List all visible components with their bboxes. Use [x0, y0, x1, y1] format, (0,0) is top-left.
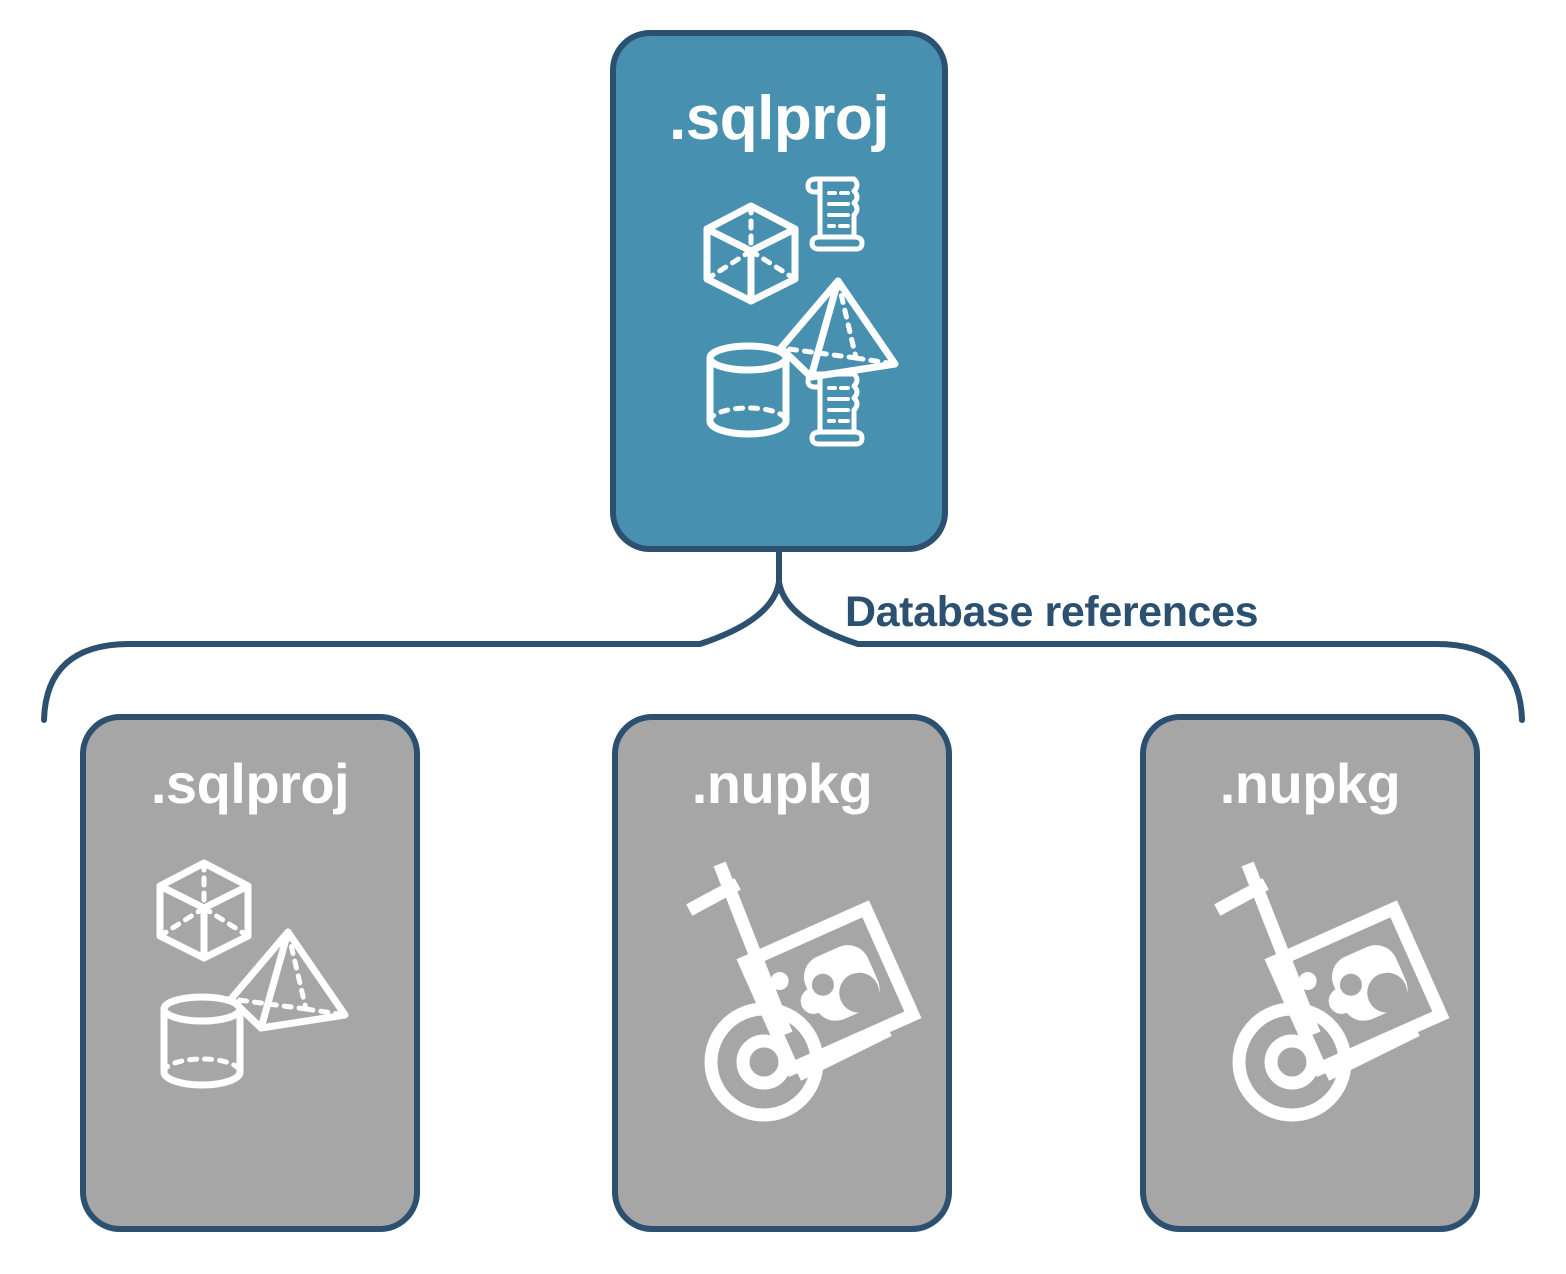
scroll-icon	[798, 171, 870, 253]
cube-icon	[701, 201, 801, 306]
cylinder-icon	[704, 341, 792, 441]
pyramid-icon	[226, 927, 351, 1035]
node-sqlproj-reference[interactable]: .sqlproj	[80, 714, 420, 1232]
connector-label-database-references: Database references	[845, 588, 1259, 636]
node-nupkg-reference-2[interactable]: .nupkg	[1140, 714, 1480, 1232]
node-sqlproj-root[interactable]: .sqlproj	[610, 30, 948, 552]
nuget-hand-truck-icon	[658, 860, 926, 1122]
cylinder-icon	[158, 992, 246, 1092]
node-nupkg-reference-1[interactable]: .nupkg	[612, 714, 952, 1232]
nuget-hand-truck-icon	[1186, 860, 1454, 1122]
node-label-sqlproj-root: .sqlproj	[669, 84, 889, 153]
node-label-nupkg-reference-1: .nupkg	[691, 752, 873, 815]
scroll-icon	[798, 366, 870, 448]
node-label-sqlproj-reference: .sqlproj	[150, 752, 350, 815]
cube-icon	[154, 858, 254, 963]
node-label-nupkg-reference-2: .nupkg	[1219, 752, 1401, 815]
